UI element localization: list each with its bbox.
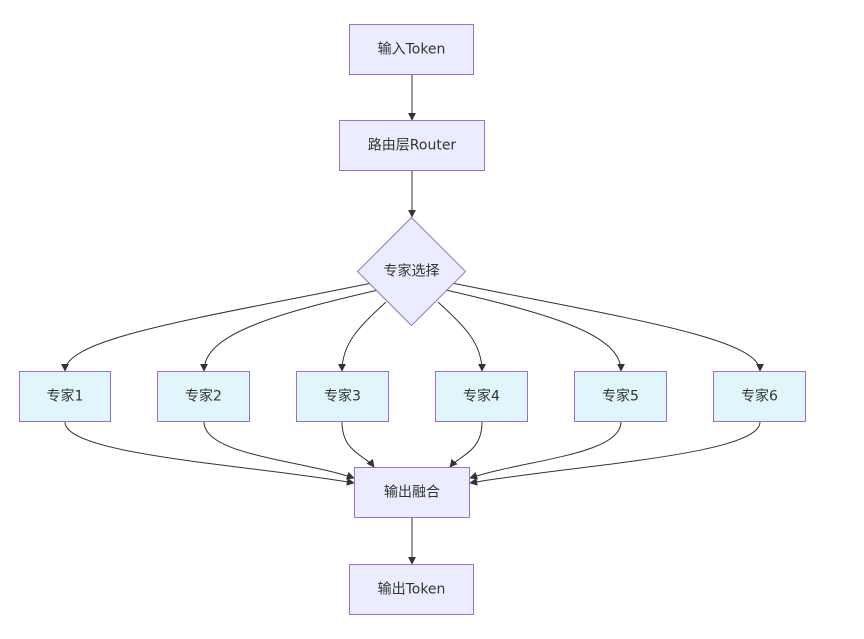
edge-expert2-fusion [203, 421, 355, 480]
node-expert-3: 专家3 [296, 371, 389, 422]
node-router-label: 路由层Router [368, 138, 457, 154]
node-router: 路由层Router [339, 120, 485, 171]
node-expert-select: 专家选择 [356, 216, 467, 327]
edge-select-expert2 [200, 289, 379, 372]
edge-select-expert5 [445, 289, 625, 372]
node-output-token: 输出Token [349, 564, 474, 615]
node-expert-2-label: 专家2 [185, 388, 222, 405]
edge-expert6-fusion [469, 421, 761, 486]
node-input-token-label: 输入Token [378, 42, 446, 58]
node-expert-5: 专家5 [574, 371, 667, 422]
edge-select-expert4 [437, 301, 486, 372]
node-expert-3-label: 专家3 [324, 388, 361, 405]
edges [61, 75, 764, 565]
node-expert-6: 专家6 [713, 371, 806, 422]
edge-select-expert1 [61, 282, 373, 372]
node-expert-select-label: 专家选择 [384, 263, 440, 280]
node-input-token: 输入Token [349, 24, 474, 75]
edge-expert4-fusion [449, 421, 483, 468]
node-expert-6-label: 专家6 [741, 388, 778, 405]
node-expert-4: 专家4 [435, 371, 528, 422]
node-output-fusion-label: 输出融合 [384, 485, 440, 501]
node-output-token-label: 输出Token [378, 582, 446, 598]
node-expert-4-label: 专家4 [463, 388, 500, 405]
edge-select-expert3 [338, 301, 387, 372]
node-expert-5-label: 专家5 [602, 388, 639, 405]
edge-expert3-fusion [341, 421, 375, 468]
node-expert-2: 专家2 [157, 371, 250, 422]
node-output-fusion: 输出融合 [354, 467, 470, 518]
edge-expert1-fusion [64, 421, 355, 486]
edge-expert5-fusion [469, 421, 622, 480]
edge-select-expert6 [451, 282, 764, 372]
node-expert-1-label: 专家1 [47, 388, 84, 405]
node-expert-1: 专家1 [19, 371, 111, 422]
